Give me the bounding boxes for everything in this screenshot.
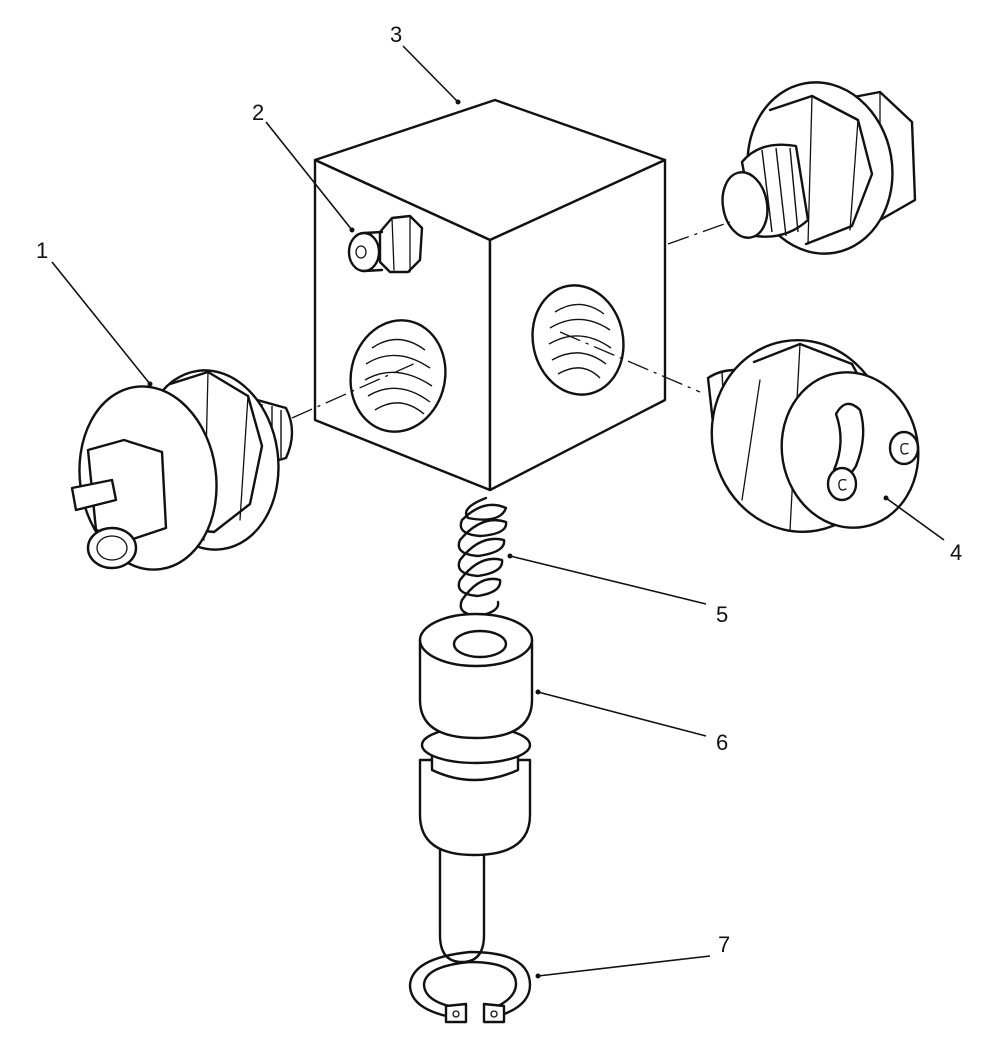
spring xyxy=(457,496,508,618)
nipple-hex-facets xyxy=(391,215,411,273)
upper-switch-plunger xyxy=(721,171,769,239)
left-switch-terminal-inner xyxy=(96,535,128,561)
left-port-thread xyxy=(364,338,433,415)
leader-1 xyxy=(51,261,151,385)
right-switch-terminal-b xyxy=(826,466,858,502)
valve-block xyxy=(313,98,667,492)
callout-1: 1 xyxy=(36,238,48,263)
leader-7 xyxy=(537,955,711,977)
circlip xyxy=(408,950,532,1024)
grease-nipple xyxy=(347,214,424,274)
circlip-hole-left xyxy=(452,1010,460,1018)
plunger xyxy=(418,612,534,964)
nipple-ball xyxy=(347,231,381,273)
leader-5 xyxy=(509,555,707,605)
terminal-b-c xyxy=(838,478,847,491)
centerline-upper xyxy=(667,221,731,245)
right-port-thread xyxy=(548,303,612,379)
leader-lines xyxy=(51,45,945,979)
callout-4: 4 xyxy=(950,540,962,565)
plunger-lower-land xyxy=(418,758,532,857)
terminal-a-c xyxy=(900,442,909,455)
plunger-stem xyxy=(438,838,486,964)
left-switch-terminal xyxy=(86,526,138,570)
callout-2: 2 xyxy=(252,100,264,125)
nipple-neck xyxy=(362,230,384,273)
plunger-upper-land xyxy=(418,638,534,740)
upper-switch-hex xyxy=(768,94,874,246)
nipple-bore xyxy=(355,245,367,259)
left-switch-connector xyxy=(86,438,168,542)
left-switch-tab xyxy=(70,478,118,512)
callout-6: 6 xyxy=(716,730,728,755)
leader-3 xyxy=(402,45,459,103)
circlip-lug-left xyxy=(444,1002,468,1024)
callout-7: 7 xyxy=(718,932,730,957)
pressure-switch-upper-right xyxy=(721,81,917,255)
callout-5: 5 xyxy=(716,602,728,627)
callout-3: 3 xyxy=(390,22,402,47)
pressure-switch-left xyxy=(70,369,294,571)
circlip-ring-outer xyxy=(408,950,532,1020)
nipple-hex xyxy=(378,214,424,274)
right-switch-bridge xyxy=(832,402,865,479)
centerline-right xyxy=(559,331,701,393)
leader-6 xyxy=(537,691,707,737)
upper-switch-threads xyxy=(761,147,799,237)
right-switch-terminal-a xyxy=(888,430,920,466)
circlip-lug-right xyxy=(482,1002,506,1024)
centerline-left xyxy=(291,361,419,419)
plunger-bore xyxy=(452,629,508,659)
circlip-hole-right xyxy=(490,1010,498,1018)
pressure-switch-right xyxy=(706,339,920,533)
spring-coils xyxy=(457,496,508,618)
circlip-ring-inner xyxy=(422,960,518,1010)
leader-2 xyxy=(265,121,353,231)
leader-4 xyxy=(885,497,945,541)
